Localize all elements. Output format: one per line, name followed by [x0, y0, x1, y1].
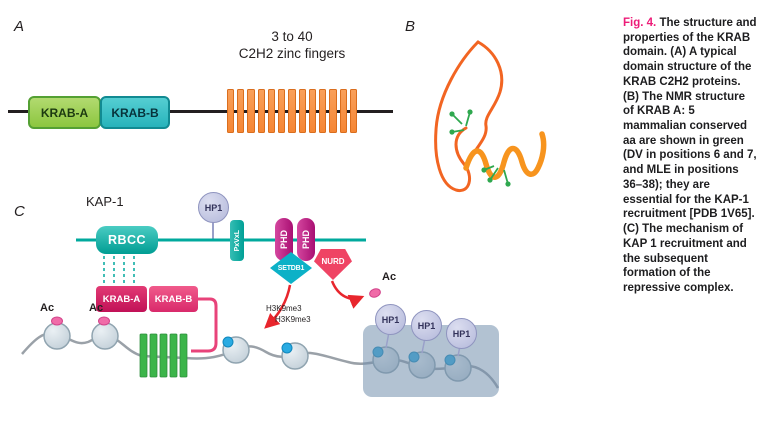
- h3k9me3-label-2: H3K9me3: [275, 315, 311, 324]
- zinc-finger-bar: [308, 89, 317, 133]
- zinc-finger-bar: [339, 89, 347, 133]
- hp1-protein-complex-2: HP1: [411, 310, 442, 341]
- nucleosome: [372, 346, 400, 374]
- pxvxl-label: PxVxL: [233, 229, 241, 252]
- histone-tail: [54, 324, 58, 333]
- zinc-finger-bar: [247, 89, 255, 133]
- histone-tail: [101, 324, 105, 333]
- zinc-finger-bar: [278, 89, 286, 133]
- ribbon-strand: [464, 40, 504, 170]
- h3k9me3-label-1: H3K9me3: [266, 304, 302, 313]
- hp1-protein-complex-3: HP1: [446, 318, 477, 349]
- zinc-fingers-on-dna: [139, 333, 188, 378]
- krab-b-box-panel-c: KRAB-B: [149, 286, 198, 312]
- phd-label: PHD: [279, 229, 289, 249]
- nucleosome: [444, 354, 472, 382]
- krab-b-domain-box: KRAB-B: [100, 96, 170, 129]
- ribbon-helix: [463, 131, 547, 180]
- nmr-ribbon: [434, 40, 547, 193]
- zinc-finger-bars: [227, 89, 358, 133]
- zinc-finger-bar: [288, 89, 296, 133]
- ribbon-loop: [434, 40, 480, 193]
- figure-caption-text: The structure and properties of the KRAB…: [623, 17, 757, 294]
- zinc-finger-bar: [267, 89, 276, 133]
- panel-c-label: C: [14, 203, 25, 220]
- nurd-complex: NURD: [314, 249, 352, 280]
- rbcc-domain-box: RBCC: [96, 226, 158, 254]
- nucleosome: [91, 322, 119, 350]
- conserved-residues-green-sticks: [449, 109, 511, 187]
- zinc-finger-bar: [329, 89, 337, 133]
- zinc-finger-bar: [298, 89, 306, 133]
- hp1-protein: HP1: [198, 192, 229, 223]
- nucleosome: [222, 336, 250, 364]
- pxvxl-motif-tag: PxVxL: [230, 220, 244, 261]
- rbcc-krab-dashed-links: [103, 256, 135, 286]
- phd-domain-2: PHD: [297, 218, 315, 261]
- hp1-protein-complex-1: HP1: [375, 304, 406, 335]
- nucleosome: [408, 351, 436, 379]
- protein-backbone-line: [8, 110, 393, 113]
- zinc-finger-bar: [237, 89, 245, 133]
- panel-a-label: A: [14, 18, 25, 35]
- h3k9me3-marks: [222, 336, 456, 366]
- figure-number-label: Fig. 4.: [623, 17, 657, 29]
- dna-line: [21, 331, 500, 389]
- nucleosome: [281, 342, 309, 370]
- acetyl-label-3: Ac: [382, 271, 397, 283]
- zinc-finger-bar: [349, 89, 358, 133]
- kap1-label: KAP-1: [86, 194, 124, 209]
- figure-caption: Fig. 4. The structure and properties of …: [623, 16, 759, 296]
- acetyl-label-1: Ac: [40, 302, 55, 314]
- zinc-finger-bar: [319, 89, 327, 133]
- krab-a-box-panel-c: KRAB-A: [96, 286, 147, 312]
- zinc-finger-bar: [257, 89, 265, 133]
- nurd-deacetylation-arrow: [330, 280, 365, 309]
- acetyl-label-2: Ac: [89, 302, 104, 314]
- panel-b-label: B: [405, 18, 416, 35]
- zinc-finger-bar: [227, 89, 235, 133]
- krab-a-domain-box: KRAB-A: [28, 96, 101, 129]
- zinc-finger-caption: 3 to 40 C2H2 zinc fingers: [238, 29, 346, 61]
- phd-label: PHD: [301, 229, 311, 249]
- nucleosomes: [43, 322, 472, 382]
- nucleosome: [43, 322, 71, 350]
